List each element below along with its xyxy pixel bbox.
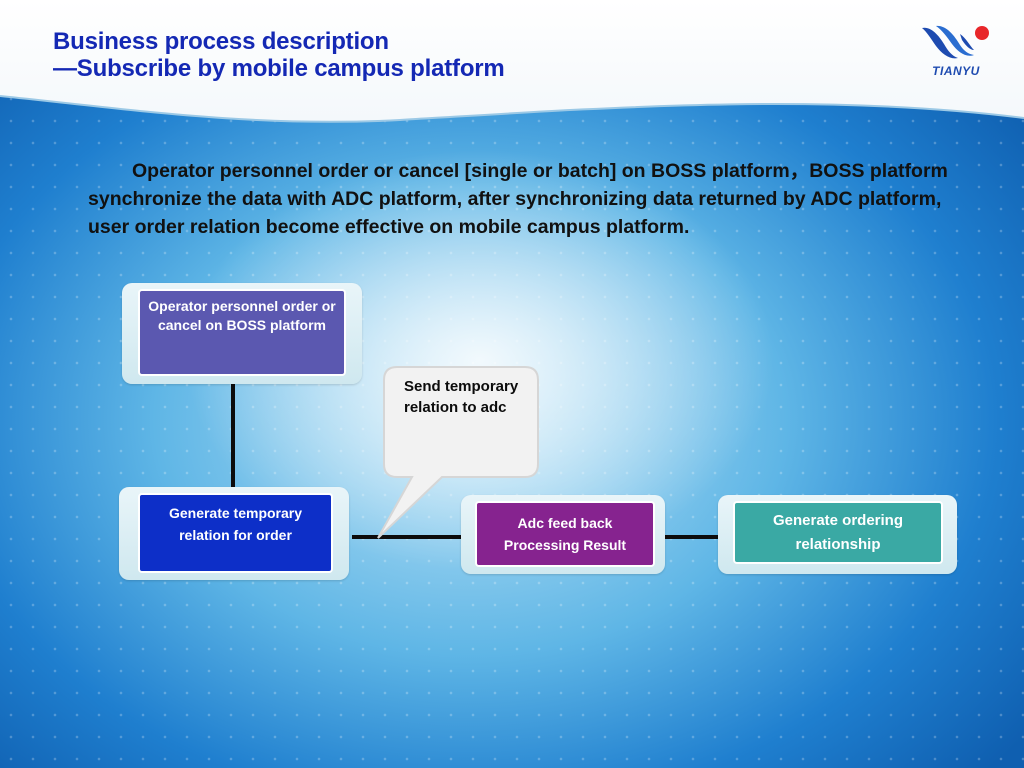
operator-box-label: Operator personnel order or cancel on BO… <box>148 298 336 333</box>
generate-temp-box-label: Generate temporary relation for order <box>168 505 303 543</box>
header-band <box>0 0 1024 123</box>
adc-feedback-box: Adc feed back Processing Result <box>475 501 655 567</box>
logo-text: TIANYU <box>932 64 980 78</box>
title-line-2: —Subscribe by mobile campus platform <box>53 55 505 82</box>
tianyu-logo-icon <box>922 25 989 59</box>
title-line-1: Business process description <box>53 28 389 55</box>
callout-bubble <box>377 366 539 539</box>
operator-box: Operator personnel order or cancel on BO… <box>138 289 346 376</box>
connector-operator-to-generate <box>231 384 235 488</box>
adc-feedback-box-label: Adc feed back Processing Result <box>503 515 627 553</box>
callout-text: Send temporary relation to adc <box>404 378 519 416</box>
intro-paragraph: Operator personnel order or cancel [sing… <box>88 160 948 238</box>
connector-adc-to-ordering <box>665 535 719 539</box>
generate-temp-box: Generate temporary relation for order <box>138 493 333 573</box>
generate-ordering-box: Generate ordering relationship <box>733 501 943 564</box>
generate-ordering-box-label: Generate ordering relationship <box>772 511 904 553</box>
connector-generate-to-adc <box>352 535 462 539</box>
slide-title: Business process description —Subscribe … <box>53 28 505 82</box>
